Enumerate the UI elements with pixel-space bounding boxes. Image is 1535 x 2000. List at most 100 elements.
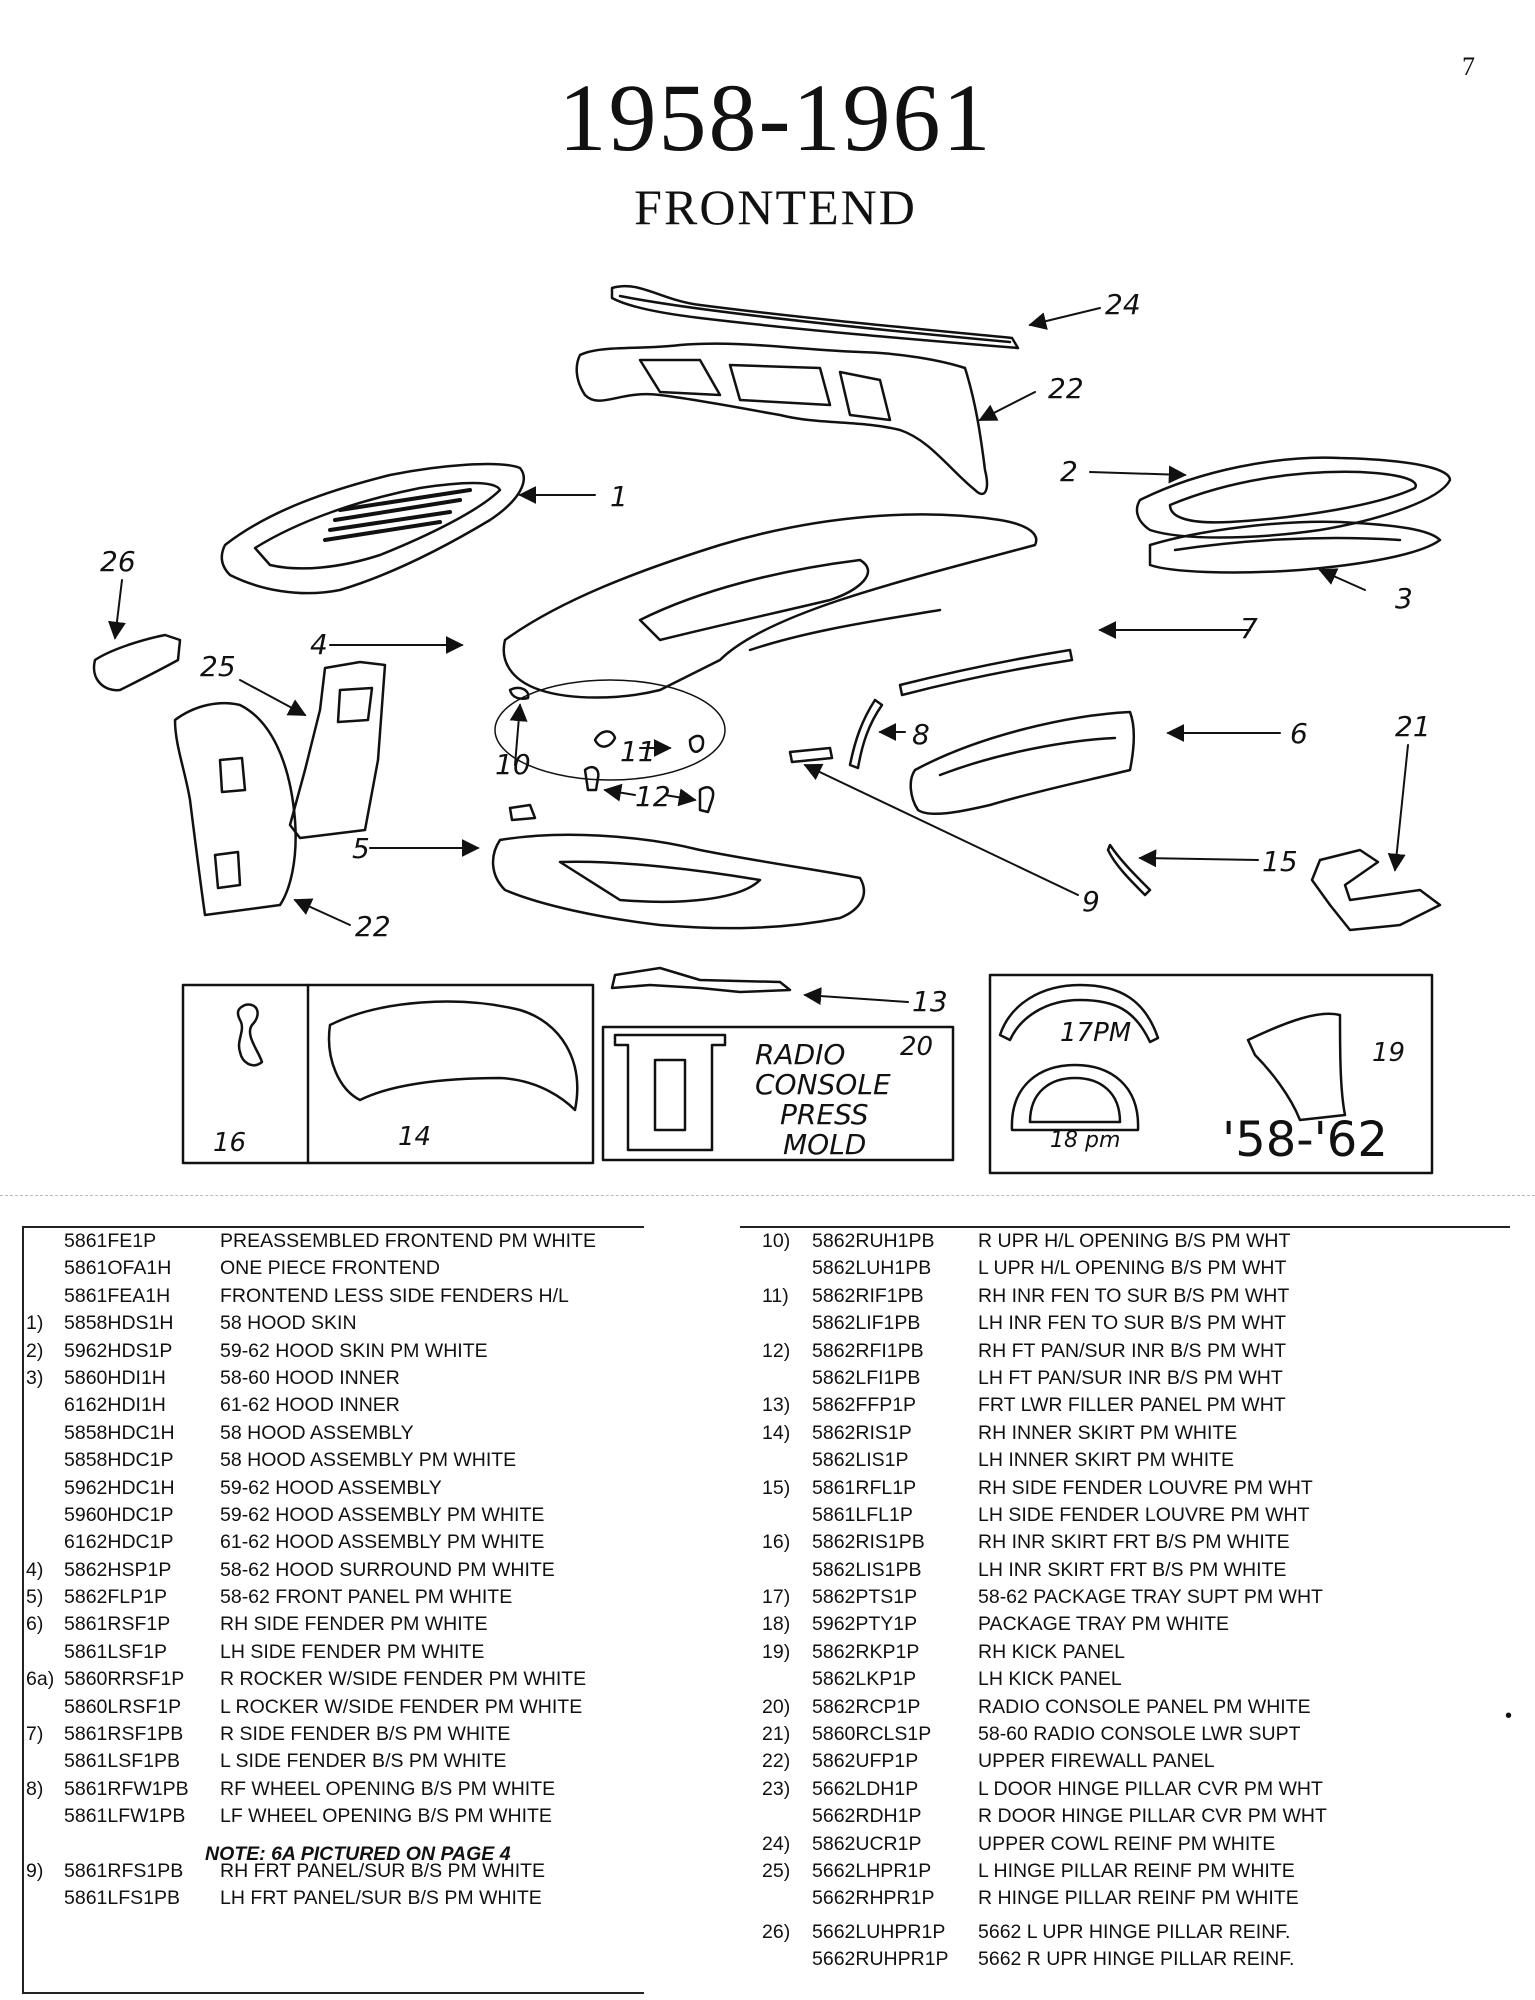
part-10-11-12-small-panels	[494, 679, 726, 814]
callout-leader-lines	[108, 307, 1409, 1006]
inset-label-years: '58-'62	[1222, 1112, 1388, 1168]
callout-1: 1	[610, 480, 628, 513]
page-number: 7	[1462, 52, 1475, 81]
callout-22-bottom: 22	[355, 910, 391, 943]
part-6-side-fender	[909, 710, 1135, 816]
callout-11: 11	[620, 735, 656, 768]
note-6a: NOTE: 6A PICTURED ON PAGE 4	[205, 1843, 511, 1865]
part-22-upper-firewall	[575, 342, 989, 496]
part-8-wheel-opening-bs	[848, 698, 884, 770]
part-9-frt-panel-sur-bs	[788, 746, 834, 764]
callout-25: 25	[200, 650, 236, 683]
callout-22-top: 22	[1048, 372, 1084, 405]
inset-box-17-18-19	[988, 973, 1434, 1175]
inset-label-16: 16	[213, 1128, 247, 1158]
callout-8: 8	[912, 718, 930, 751]
part-13-lower-filler-panel	[610, 966, 792, 994]
inset-box-20-radio-console	[601, 1025, 955, 1162]
callout-9: 9	[1082, 885, 1100, 918]
part-24-upper-cowl-reinf	[610, 284, 1020, 350]
inset-label-18pm: 18 pm	[1050, 1128, 1121, 1153]
part-3-hood-inner	[1148, 520, 1442, 574]
callout-10: 10	[495, 748, 531, 781]
inset-box-16-14	[181, 983, 595, 1165]
callout-26: 26	[100, 545, 136, 578]
part-25-hinge-pillar-reinf	[288, 660, 387, 840]
callout-5: 5	[352, 832, 370, 865]
part-1-hood-skin	[220, 462, 525, 595]
part-2-hood-skin-right	[1135, 456, 1452, 539]
inset-label-14: 14	[398, 1122, 432, 1152]
page-title: 1958-1961	[558, 64, 993, 171]
radio-line-1: RADIO	[755, 1038, 846, 1071]
callout-15: 15	[1262, 845, 1298, 878]
exploded-parts-diagram	[92, 284, 1452, 1175]
radio-console-label: RADIO CONSOLE PRESS MOLD	[755, 1040, 905, 1160]
part-22-door-hinge-pillar	[173, 701, 297, 917]
part-26-upper-hinge-pillar-reinf	[92, 633, 182, 692]
callout-4: 4	[310, 628, 328, 661]
callout-3: 3	[1395, 582, 1413, 615]
part-15-side-fender-louvre	[1106, 843, 1152, 897]
radio-line-3: PRESS	[780, 1098, 869, 1131]
inset-label-20: 20	[900, 1032, 934, 1062]
callout-24: 24	[1105, 288, 1141, 321]
radio-line-4: MOLD	[783, 1128, 867, 1161]
page-divider	[0, 1195, 1535, 1196]
callout-7: 7	[1240, 612, 1258, 645]
margin-dot: •	[1505, 1705, 1513, 1727]
radio-line-2: CONSOLE	[755, 1068, 891, 1101]
part-4-hood-surround	[502, 513, 1038, 699]
callout-13: 13	[912, 985, 948, 1018]
inset-label-19: 19	[1372, 1038, 1406, 1068]
